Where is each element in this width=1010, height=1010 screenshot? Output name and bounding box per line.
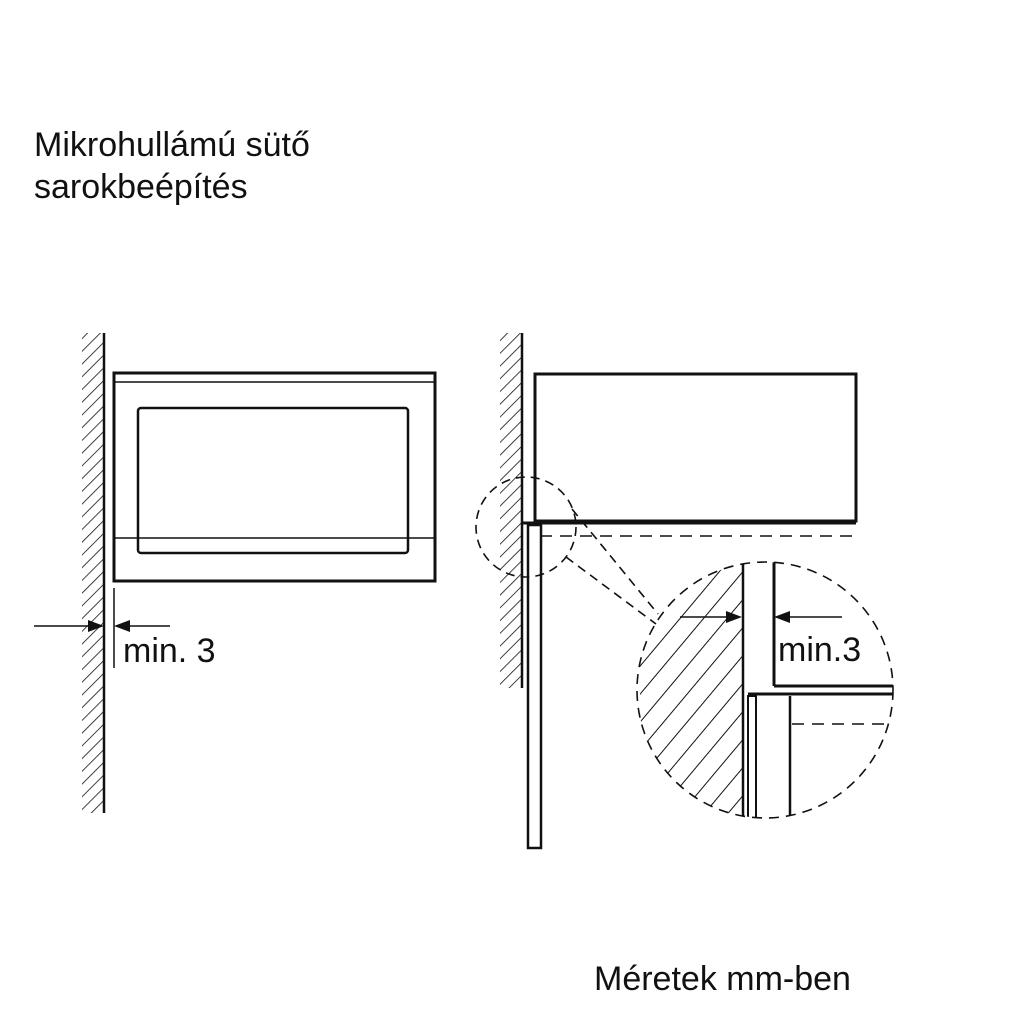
- detail-leader-upper: [571, 508, 659, 615]
- detail-wall-hatch: [640, 562, 742, 818]
- left-clearance-label: min. 3: [123, 632, 216, 670]
- dimension-arrow-left-head: [88, 620, 104, 632]
- detail-leader-lower: [565, 556, 657, 625]
- title-line-2: sarokbeépítés: [34, 168, 248, 206]
- detail-circle: [636, 561, 894, 819]
- detail-arrow-left-head: [726, 611, 742, 623]
- detail-side-panel: [747, 695, 757, 818]
- front-view: min. 3: [34, 333, 437, 813]
- detail-enlargement: min.3: [636, 561, 894, 819]
- diagram-title: Mikrohullámú sütő sarokbeépítés: [34, 124, 310, 208]
- microwave-front-outer: [112, 371, 437, 583]
- side-view: [475, 333, 858, 850]
- dimension-arrow-right-head: [114, 620, 130, 632]
- detail-clearance-label: min.3: [778, 631, 861, 669]
- units-note: Méretek mm-ben: [594, 960, 851, 998]
- side-panel: [526, 523, 543, 850]
- microwave-side-body: [533, 372, 858, 523]
- right-wall-hatch: [500, 333, 521, 688]
- microwave-door-window: [136, 406, 410, 555]
- detail-arrow-right-head: [774, 611, 790, 623]
- detail-marker-circle: [475, 476, 577, 578]
- title-line-1: Mikrohullámú sütő: [34, 126, 310, 164]
- left-wall-hatch: [82, 333, 103, 813]
